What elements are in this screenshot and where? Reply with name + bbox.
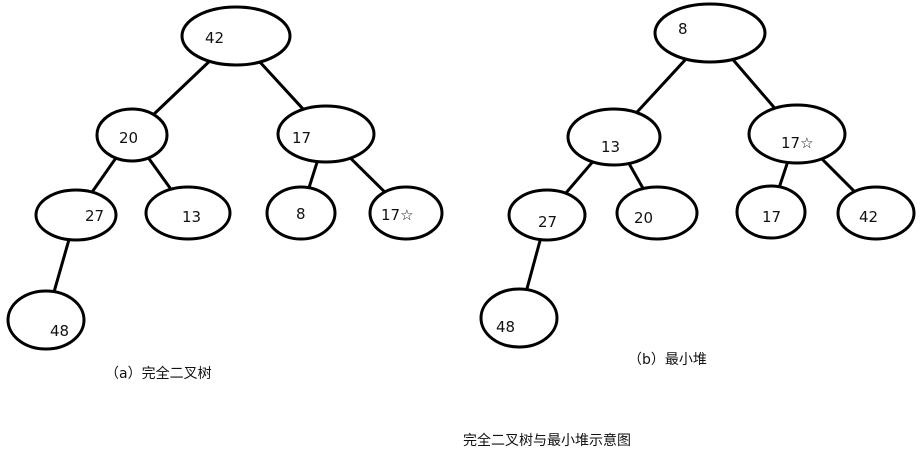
node-ellipse [747,103,847,165]
tree-a-edge-a-r-to-a-rr [348,156,387,194]
tree-b-caption: （b）最小堆 [628,352,707,368]
node-label: 48 [50,322,69,340]
tree-a-edge-a-root-to-a-l [152,59,211,117]
node-ellipse [265,185,337,241]
tree-b-node-b-root: 8 [653,2,767,64]
tree-b-edge-b-l-to-b-lr [627,161,645,191]
node-label: 20 [634,209,653,227]
node-label: 17 [292,129,311,147]
node-label: 8 [678,20,688,38]
node-ellipse [95,107,169,163]
tree-a-node-a-rr: 17☆ [368,185,444,241]
node-ellipse [368,185,444,241]
tree-b-edge-b-ll-to-b-lll [525,238,542,292]
node-label: 17☆ [781,134,814,152]
node-ellipse [180,5,292,67]
node-label: 8 [296,205,306,223]
tree-b-node-b-r: 17☆ [747,103,847,165]
node-ellipse [144,185,232,241]
node-ellipse [615,185,699,241]
node-label: 20 [119,129,138,147]
tree-a-edge-a-l-to-a-lr [146,156,173,191]
tree-a-node-a-root: 42 [180,5,292,67]
node-ellipse [566,107,662,167]
tree-b-node-b-rr: 42 [836,185,916,241]
node-label: 17☆ [381,206,414,224]
tree-b-node-b-l: 13 [566,107,662,167]
tree-a-node-a-r: 17 [276,104,376,164]
node-ellipse [735,184,807,240]
tree-a-edge-a-root-to-a-r [258,60,305,111]
node-ellipse [653,2,767,64]
node-ellipse [836,185,916,241]
node-ellipse [479,287,559,349]
node-ellipse [34,188,118,242]
node-label: 48 [496,318,515,336]
node-label: 27 [538,213,557,231]
tree-a-node-a-ll: 27 [34,188,118,242]
tree-a-node-a-rl: 8 [265,185,337,241]
node-label: 42 [205,29,224,47]
tree-b-node-b-rl: 17 [735,184,807,240]
nodes-layer: 42 20 17 27 13 8 17☆ 48 8 13 17☆ 27 20 17 42 48 [6,2,916,351]
tree-b-edge-b-r-to-b-rr [820,157,857,194]
tree-b-node-b-ll: 27 [507,188,587,242]
tree-b-edge-b-l-to-b-ll [564,160,595,195]
tree-a-edge-a-r-to-a-rl [307,160,319,190]
tree-a-edge-a-ll-to-a-lll [52,238,71,294]
tree-a-node-a-lll: 48 [6,289,86,351]
node-ellipse [6,289,86,351]
tree-b-edge-b-root-to-b-r [731,57,777,110]
tree-b-edge-b-root-to-b-l [635,57,688,115]
tree-a-node-a-lr: 13 [144,185,232,241]
tree-b-edge-b-r-to-b-rl [777,160,790,189]
figure-caption: 完全二叉树与最小堆示意图 [463,432,631,449]
node-label: 42 [859,208,878,226]
edges-layer [52,57,857,294]
tree-b-node-b-lr: 20 [615,185,699,241]
tree-b-node-b-lll: 48 [479,287,559,349]
node-label: 17 [762,208,781,226]
tree-a-caption: （a）完全二叉树 [105,365,212,382]
node-label: 13 [601,138,620,156]
tree-a-node-a-l: 20 [95,107,169,163]
tree-a-edge-a-l-to-a-ll [90,156,118,194]
node-ellipse [507,188,587,242]
node-ellipse [276,104,376,164]
node-label: 27 [85,207,104,225]
node-label: 13 [182,208,201,226]
